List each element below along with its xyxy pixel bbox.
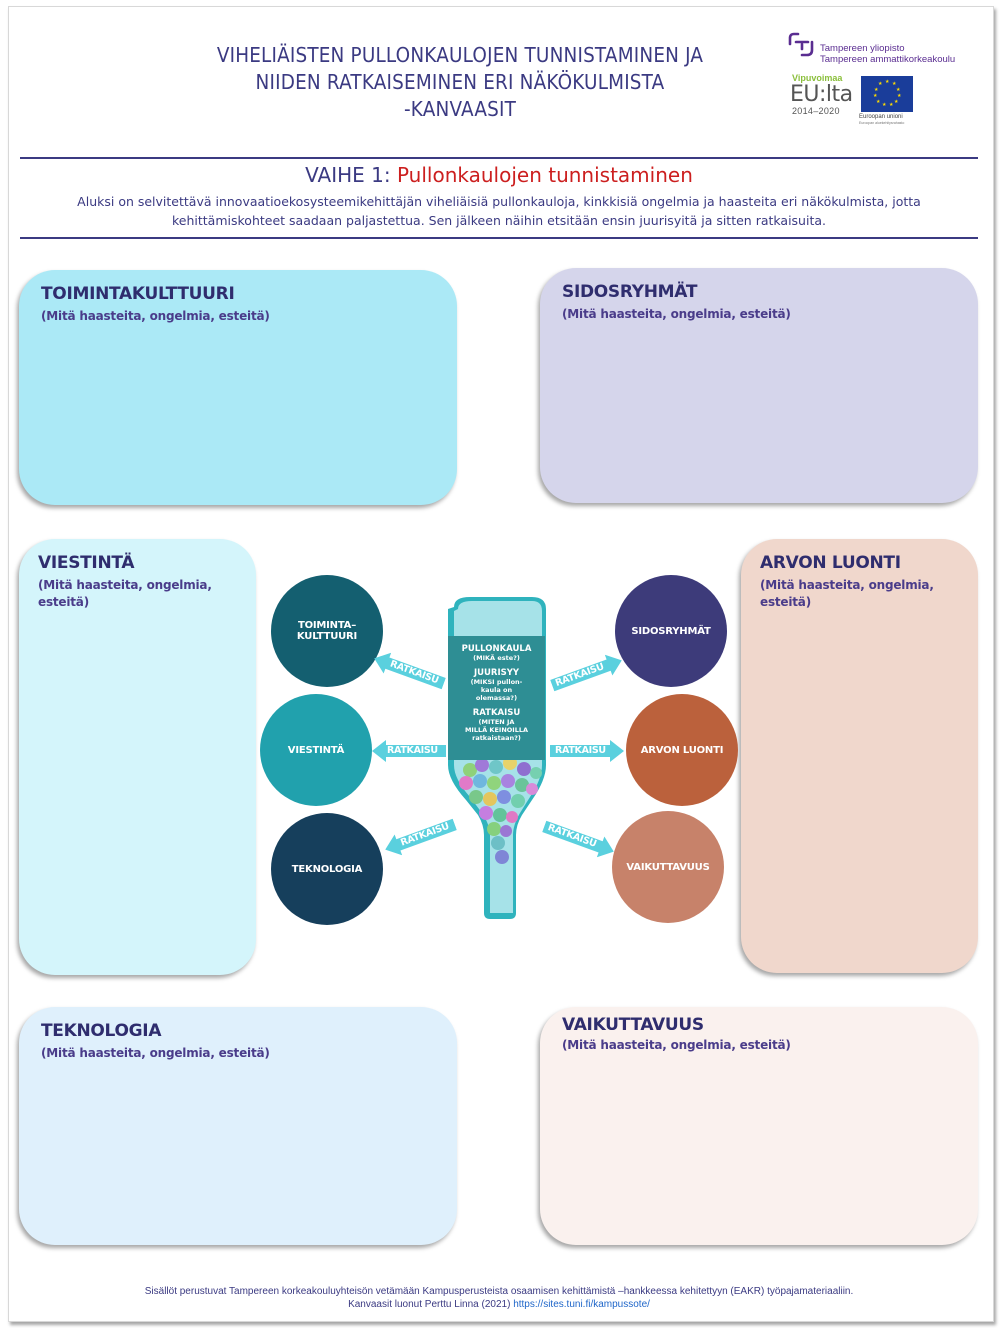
box-toimintakulttuuri[interactable]: TOIMINTAKULTTUURI (Mitä haasteita, ongel… [19,270,457,505]
circle-teknologia: TEKNOLOGIA [271,813,383,925]
circle-sidosryhmat: SIDOSRYHMÄT [615,575,727,687]
box-prompt: (Mitä haasteita, ongelmia, esteitä) [760,578,934,609]
arrow-left-icon [372,740,446,762]
tuni-logo-text: Tampereen yliopisto Tampereen ammattikor… [820,43,956,65]
box-prompt: (Mitä haasteita, ongelmia, esteitä) [41,1046,270,1060]
arrow-right-icon [542,820,614,858]
eu-vipuvoimaa-text: Vipuvoimaa [792,73,843,83]
box-title: TOIMINTAKULTTUURI [41,284,235,304]
arrow-ratkaisu-2: RATKAISU [372,740,446,762]
box-sidosryhmat[interactable]: SIDOSRYHMÄT (Mitä haasteita, ongelmia, e… [540,268,978,503]
circle-vaikuttavuus: VAIKUTTAVUUS [612,811,724,923]
box-prompt: (Mitä haasteita, ongelmia, esteitä) [562,1038,791,1052]
arrow-ratkaisu-4: RATKAISU [548,650,625,696]
phase-heading: VAIHE 1: Pullonkaulojen tunnistaminen [305,163,693,187]
box-arvon-luonti[interactable]: ARVON LUONTI (Mitä haasteita, ongelmia, … [741,539,978,973]
box-prompt: (Mitä haasteita, ongelmia, esteitä) [41,309,270,323]
eu-years-text: 2014–2020 [792,106,840,116]
eu-union-text: Euroopan unioni [859,114,903,120]
box-title: VIESTINTÄ [38,553,135,573]
phase-name: Pullonkaulojen tunnistaminen [396,163,693,187]
arrow-right-icon [550,654,622,692]
phase-intro: Aluksi on selvitettävä innovaatioekosyst… [77,194,921,228]
circle-viestinta: VIESTINTÄ [260,694,372,806]
arrow-ratkaisu-1: RATKAISU [370,648,447,694]
box-title: ARVON LUONTI [760,553,901,573]
box-vaikuttavuus[interactable]: VAIKUTTAVUUS (Mitä haasteita, ongelmia, … [540,1007,978,1245]
footer-author: Kanvaasit luonut Perttu Linna (2021) htt… [348,1299,650,1310]
arrow-left-icon [385,818,457,856]
box-title: TEKNOLOGIA [41,1021,162,1041]
divider-bottom [20,237,978,239]
bottle-label: PULLONKAULA (MIKÄ este?) JUURISYY (MIKSI… [448,636,545,760]
arrow-ratkaisu-6: RATKAISU [540,816,617,862]
title-line-3: -KANVAASIT [403,97,517,121]
arrow-right-icon [550,740,624,762]
footer: Sisällöt perustuvat Tampereen korkeakoul… [20,1285,978,1311]
box-prompt: (Mitä haasteita, ongelmia, esteitä) [562,307,791,321]
divider-top [20,157,978,159]
box-teknologia[interactable]: TEKNOLOGIA (Mitä haasteita, ongelmia, es… [19,1007,457,1245]
bottle-candies [459,756,542,864]
box-title: VAIKUTTAVUUS [562,1015,704,1035]
eu-fund-text: Euroopan aluekehitysrahasto [859,121,905,125]
page-title: VIHELIÄISTEN PULLONKAULOJEN TUNNISTAMINE… [175,42,745,123]
circle-toimintakulttuuri: TOIMINTA–KULTTUURI [271,575,383,687]
tuni-logo-icon [788,32,814,57]
eu-lta-text: EU:lta [790,82,853,107]
box-title: SIDOSRYHMÄT [562,282,698,302]
title-line-2: NIIDEN RATKAISEMINEN ERI NÄKÖKULMISTA [255,70,665,94]
arrow-left-icon [374,652,446,690]
arrow-ratkaisu-3: RATKAISU [381,814,458,860]
title-line-1: VIHELIÄISTEN PULLONKAULOJEN TUNNISTAMINE… [216,43,704,67]
footer-credits: Sisällöt perustuvat Tampereen korkeakoul… [144,1286,854,1297]
box-viestinta[interactable]: VIESTINTÄ (Mitä haasteita, ongelmia, est… [19,539,256,975]
arrow-ratkaisu-5: RATKAISU [550,740,624,762]
circle-arvon-luonti: ARVON LUONTI [626,694,738,806]
footer-link[interactable]: https://sites.tuni.fi/kampussote/ [513,1299,650,1310]
eu-flag-icon: ★ ★ ★ ★ ★ ★ ★ ★ ★ ★ ★ [861,76,913,112]
logo-area: Tampereen yliopisto Tampereen ammattikor… [786,28,986,128]
box-prompt: (Mitä haasteita, ongelmia, esteitä) [38,578,212,609]
